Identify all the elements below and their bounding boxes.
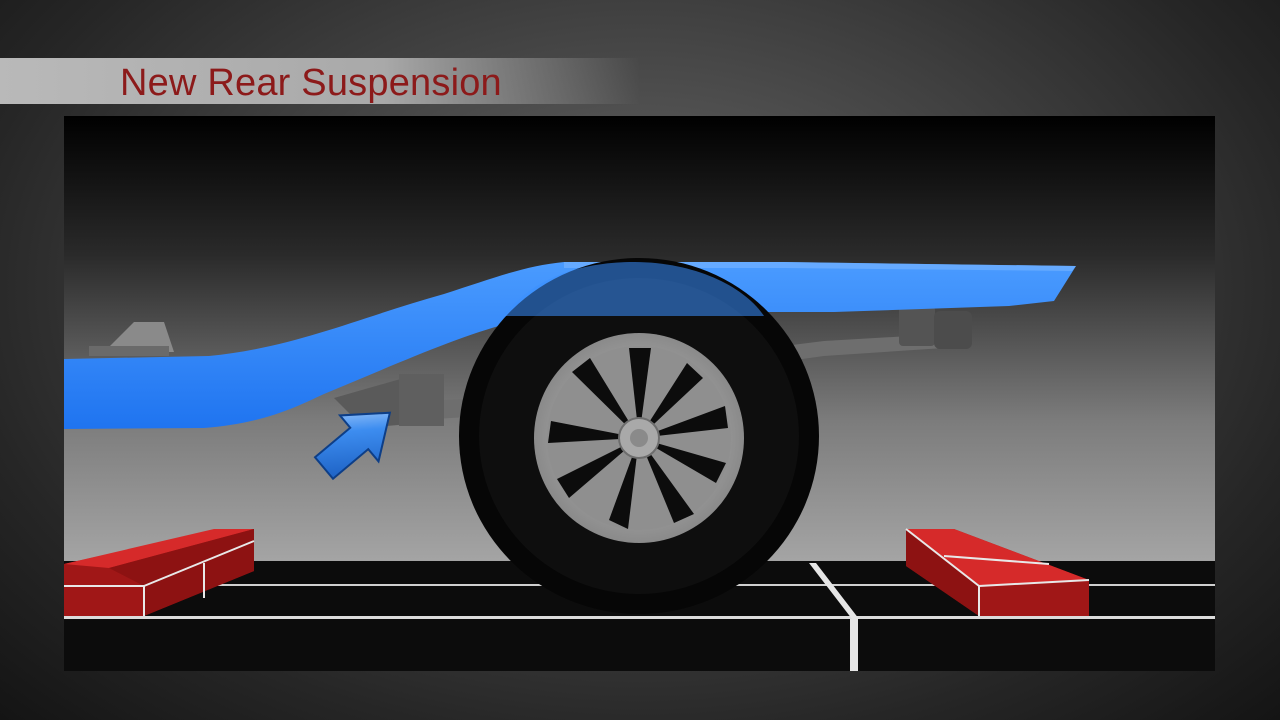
vehicle-frame-rail — [64, 262, 1076, 429]
page-title: New Rear Suspension — [120, 62, 502, 104]
up-right-arrow-icon — [313, 411, 392, 481]
animation-scene — [64, 116, 1215, 671]
title-band — [0, 58, 640, 104]
right-red-ramp — [905, 528, 1090, 616]
rear-wheel — [459, 258, 819, 614]
left-red-ramp — [64, 529, 255, 616]
